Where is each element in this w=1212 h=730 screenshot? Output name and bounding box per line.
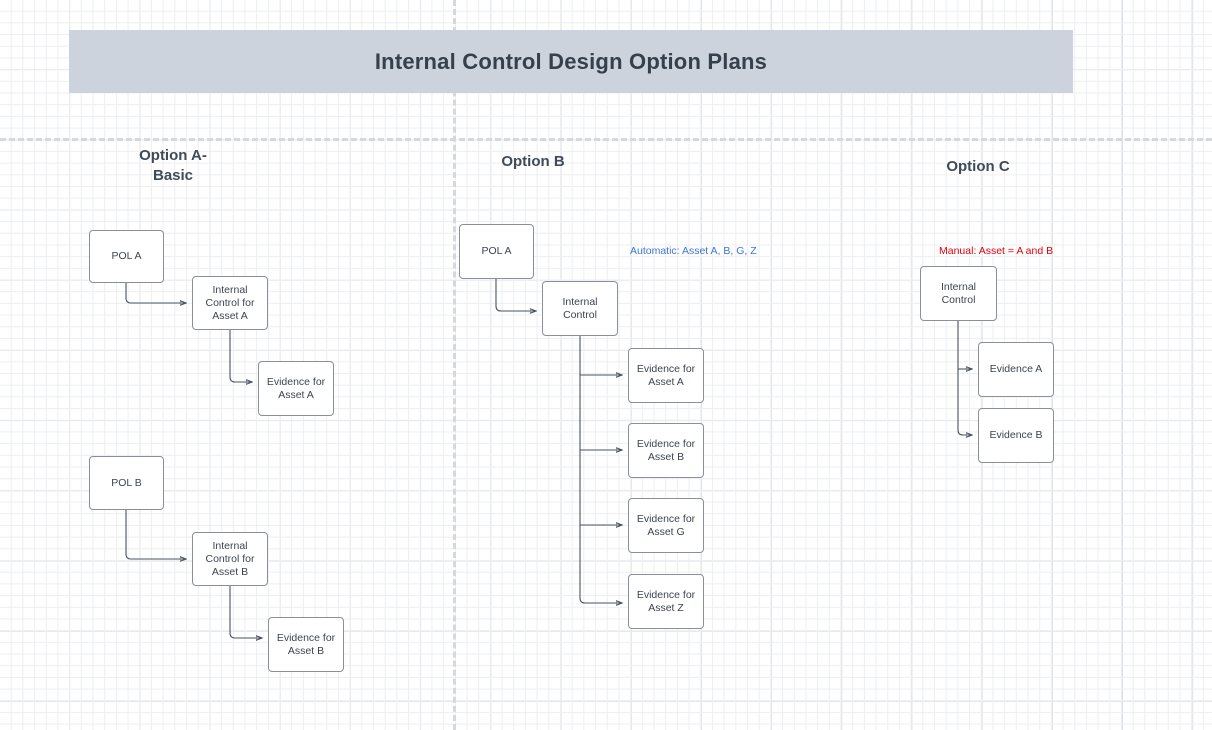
column-header-option-c: Option C bbox=[946, 158, 1010, 175]
node-c-evidence-b[interactable]: Evidence B bbox=[978, 408, 1054, 463]
edge-a-pol-b-to-ic-b bbox=[125, 510, 186, 559]
edge-a-ic-a-to-evidence-a bbox=[229, 330, 252, 382]
column-header-option-a: Option A- Basic bbox=[139, 147, 207, 184]
node-c-internal-control[interactable]: Internal Control bbox=[920, 266, 997, 321]
node-b-evidence-asset-g[interactable]: Evidence for Asset G bbox=[628, 498, 704, 553]
annotation-manual: Manual: Asset = A and B bbox=[939, 245, 1054, 257]
node-a-internal-control-asset-b[interactable]: Internal Control for Asset B bbox=[192, 532, 268, 586]
edge-a-pol-a-to-ic-a bbox=[125, 283, 186, 303]
node-a-pol-a[interactable]: POL A bbox=[89, 230, 164, 283]
page-title: Internal Control Design Option Plans bbox=[374, 48, 768, 74]
node-a-evidence-asset-a[interactable]: Evidence for Asset A bbox=[258, 361, 334, 416]
column-header-option-b: Option B bbox=[501, 153, 565, 170]
page-break-horizontal bbox=[0, 138, 1212, 141]
node-a-evidence-asset-b[interactable]: Evidence for Asset B bbox=[268, 617, 344, 672]
annotation-automatic: Automatic: Asset A, B, G, Z bbox=[630, 245, 757, 257]
edge-b-ic-to-evidence-z bbox=[579, 336, 622, 603]
edge-b-pol-a-to-ic bbox=[495, 279, 536, 311]
node-b-evidence-asset-a[interactable]: Evidence for Asset A bbox=[628, 348, 704, 403]
node-b-evidence-asset-z[interactable]: Evidence for Asset Z bbox=[628, 574, 704, 629]
edge-c-ic-to-evidence-b bbox=[957, 321, 972, 435]
diagram-title-banner: Internal Control Design Option Plans bbox=[69, 30, 1073, 93]
node-c-evidence-a[interactable]: Evidence A bbox=[978, 342, 1054, 397]
node-b-pol-a[interactable]: POL A bbox=[459, 224, 534, 279]
edge-a-ic-b-to-evidence-b bbox=[229, 586, 262, 638]
node-b-internal-control[interactable]: Internal Control bbox=[542, 281, 618, 336]
node-b-evidence-asset-b[interactable]: Evidence for Asset B bbox=[628, 423, 704, 478]
page-break-vertical bbox=[453, 0, 456, 730]
node-a-internal-control-asset-a[interactable]: Internal Control for Asset A bbox=[192, 276, 268, 330]
node-a-pol-b[interactable]: POL B bbox=[89, 456, 164, 510]
